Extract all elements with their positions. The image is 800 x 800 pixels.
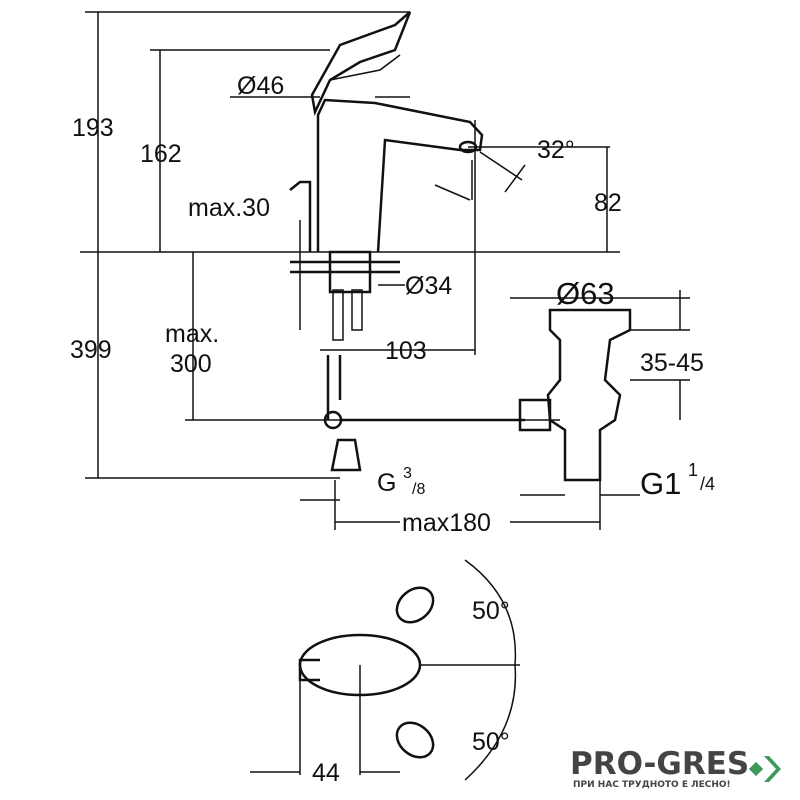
dim-rotation-bottom: 50° <box>472 728 510 756</box>
dim-300: 300 <box>170 350 212 378</box>
dim-max30: max.30 <box>188 194 270 222</box>
dim-waste-diameter: Ø63 <box>556 276 615 311</box>
dim-rotation-top: 50° <box>472 597 510 625</box>
dim-35-45: 35-45 <box>640 349 704 377</box>
supply-hose <box>326 355 342 420</box>
dim-44: 44 <box>312 759 340 787</box>
pro-gres-logo: PRO-GRES ПРИ НАС ТРУДНОТО Е ЛЕСНО! <box>570 748 749 790</box>
supply-connection <box>330 438 362 472</box>
waste-valve <box>546 308 632 482</box>
logo-name: PRO-GRES <box>570 746 750 782</box>
dim-max180: max180 <box>402 509 491 537</box>
dim-g-num: 3 <box>403 465 412 482</box>
dim-max-label: max. <box>165 320 219 348</box>
logo-chevron-icon <box>748 756 781 782</box>
faucet-lever <box>310 11 412 117</box>
dim-82: 82 <box>594 189 622 217</box>
dim-waste-den: /4 <box>700 474 715 494</box>
dim-g: G <box>377 469 396 497</box>
dim-162: 162 <box>140 140 182 168</box>
dim-waste-thread: G1 <box>640 466 681 501</box>
dim-g-den: /8 <box>412 481 425 498</box>
dim-399: 399 <box>70 336 112 364</box>
dim-193: 193 <box>72 114 114 142</box>
dim-waste-num: 1 <box>688 460 698 480</box>
dim-spout-angle: 32° <box>537 136 575 164</box>
lever-position-bottom <box>395 721 435 759</box>
logo-tagline: ПРИ НАС ТРУДНОТО Е ЛЕСНО! <box>573 780 731 790</box>
faucet-body <box>316 98 484 253</box>
dim-hole-diameter: Ø34 <box>405 272 452 300</box>
pop-up-rod <box>289 180 312 252</box>
dim-lever-diameter: Ø46 <box>237 72 284 100</box>
dim-103: 103 <box>385 337 427 365</box>
waste-nut <box>518 398 552 432</box>
lever-position-top <box>395 586 435 624</box>
